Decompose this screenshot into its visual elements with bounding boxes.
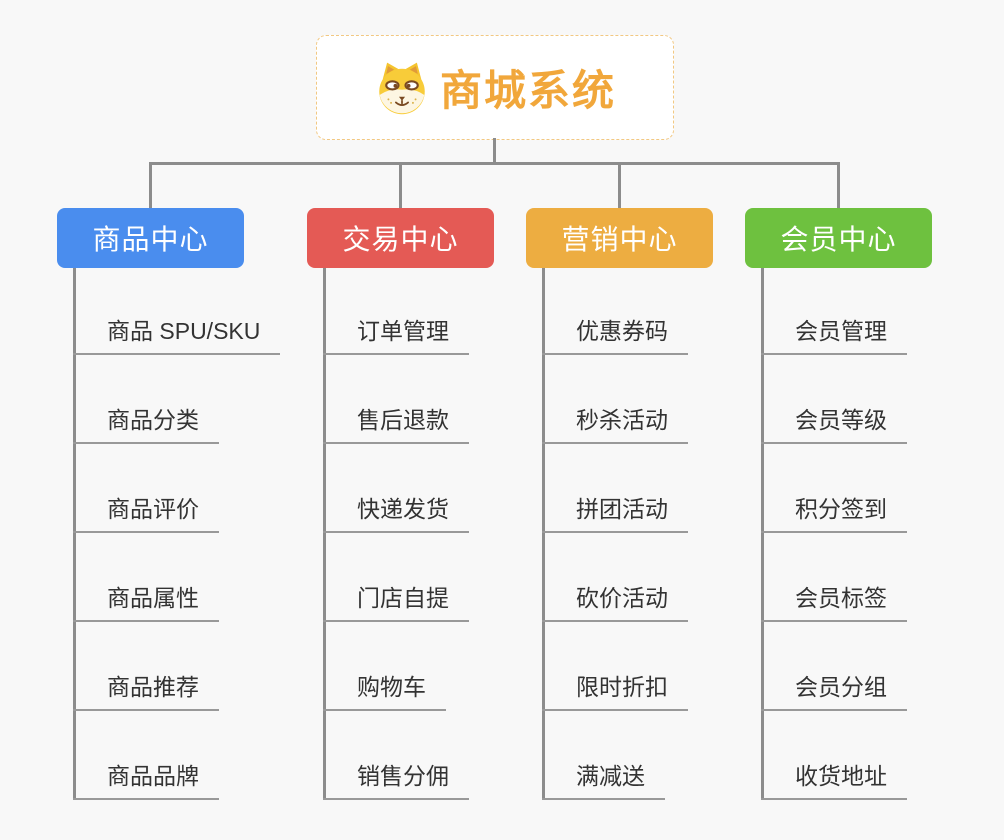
leaf-slot: 快递发货 [323,444,469,533]
leaf-slot: 秒杀活动 [542,355,688,444]
branch-node[interactable]: 会员中心 [745,208,932,268]
leaf-slot: 限时折扣 [542,622,688,711]
leaf-node[interactable]: 购物车 [323,674,446,711]
connector-branch-drop [618,163,621,208]
leaf-node[interactable]: 商品推荐 [73,674,219,711]
branch-label: 交易中心 [342,224,459,255]
leaf-slot: 商品属性 [73,533,280,622]
leaf-node[interactable]: 限时折扣 [542,674,688,711]
leaf-node[interactable]: 商品品牌 [73,763,219,800]
connector-column-line [542,268,545,800]
leaf-slot: 会员分组 [761,622,907,711]
leaf-node[interactable]: 门店自提 [323,585,469,622]
leaf-slot: 商品评价 [73,444,280,533]
branch-label: 营销中心 [561,224,678,255]
branch-items: 优惠券码 秒杀活动 拼团活动 砍价活动 限时折扣 满减送 [542,266,688,800]
leaf-node[interactable]: 积分签到 [761,496,907,533]
branch-node[interactable]: 商品中心 [57,208,244,268]
leaf-slot: 订单管理 [323,266,469,355]
leaf-node[interactable]: 会员标签 [761,585,907,622]
connector-column-line [761,268,764,800]
leaf-slot: 会员管理 [761,266,907,355]
leaf-node[interactable]: 收货地址 [761,763,907,800]
leaf-node[interactable]: 优惠券码 [542,318,688,355]
leaf-node[interactable]: 商品评价 [73,496,219,533]
branch-label: 商品中心 [92,224,209,255]
connector-branch-drop [837,163,840,208]
leaf-slot: 积分签到 [761,444,907,533]
connector-root-stem [493,138,496,165]
leaf-node[interactable]: 秒杀活动 [542,407,688,444]
shiba-dog-face-icon [374,60,430,116]
connector-branch-drop [149,163,152,208]
leaf-node[interactable]: 拼团活动 [542,496,688,533]
leaf-node[interactable]: 销售分佣 [323,763,469,800]
leaf-slot: 商品品牌 [73,711,280,800]
connector-column-line [323,268,326,800]
branch-items: 订单管理 售后退款 快递发货 门店自提 购物车 销售分佣 [323,266,469,800]
leaf-slot: 售后退款 [323,355,469,444]
leaf-node[interactable]: 订单管理 [323,318,469,355]
leaf-slot: 拼团活动 [542,444,688,533]
leaf-slot: 销售分佣 [323,711,469,800]
leaf-slot: 满减送 [542,711,688,800]
branch-items: 商品 SPU/SKU 商品分类 商品评价 商品属性 商品推荐 商品品牌 [73,266,281,800]
connector-column-line [73,268,76,800]
leaf-node[interactable]: 商品属性 [73,585,219,622]
leaf-slot: 优惠券码 [542,266,688,355]
leaf-slot: 砍价活动 [542,533,688,622]
leaf-node[interactable]: 会员分组 [761,674,907,711]
leaf-node[interactable]: 砍价活动 [542,585,688,622]
leaf-slot: 商品推荐 [73,622,280,711]
root-node[interactable]: 商城系统 [316,35,674,140]
leaf-node[interactable]: 快递发货 [323,496,469,533]
connector-branch-drop [399,163,402,208]
branch-node[interactable]: 营销中心 [526,208,713,268]
root-title: 商城系统 [439,67,616,114]
branch-node[interactable]: 交易中心 [307,208,494,268]
leaf-node[interactable]: 会员管理 [761,318,907,355]
connector-horizontal-bar [149,162,840,165]
leaf-node[interactable]: 满减送 [542,763,665,800]
leaf-node[interactable]: 商品 SPU/SKU [73,318,281,355]
leaf-slot: 会员等级 [761,355,907,444]
leaf-node[interactable]: 会员等级 [761,407,907,444]
leaf-slot: 购物车 [323,622,469,711]
leaf-slot: 会员标签 [761,533,907,622]
leaf-slot: 商品 SPU/SKU [73,266,281,355]
leaf-slot: 商品分类 [73,355,280,444]
leaf-node[interactable]: 售后退款 [323,407,469,444]
branch-items: 会员管理 会员等级 积分签到 会员标签 会员分组 收货地址 [761,266,907,800]
leaf-slot: 收货地址 [761,711,907,800]
leaf-node[interactable]: 商品分类 [73,407,219,444]
leaf-slot: 门店自提 [323,533,469,622]
branch-label: 会员中心 [780,224,897,255]
